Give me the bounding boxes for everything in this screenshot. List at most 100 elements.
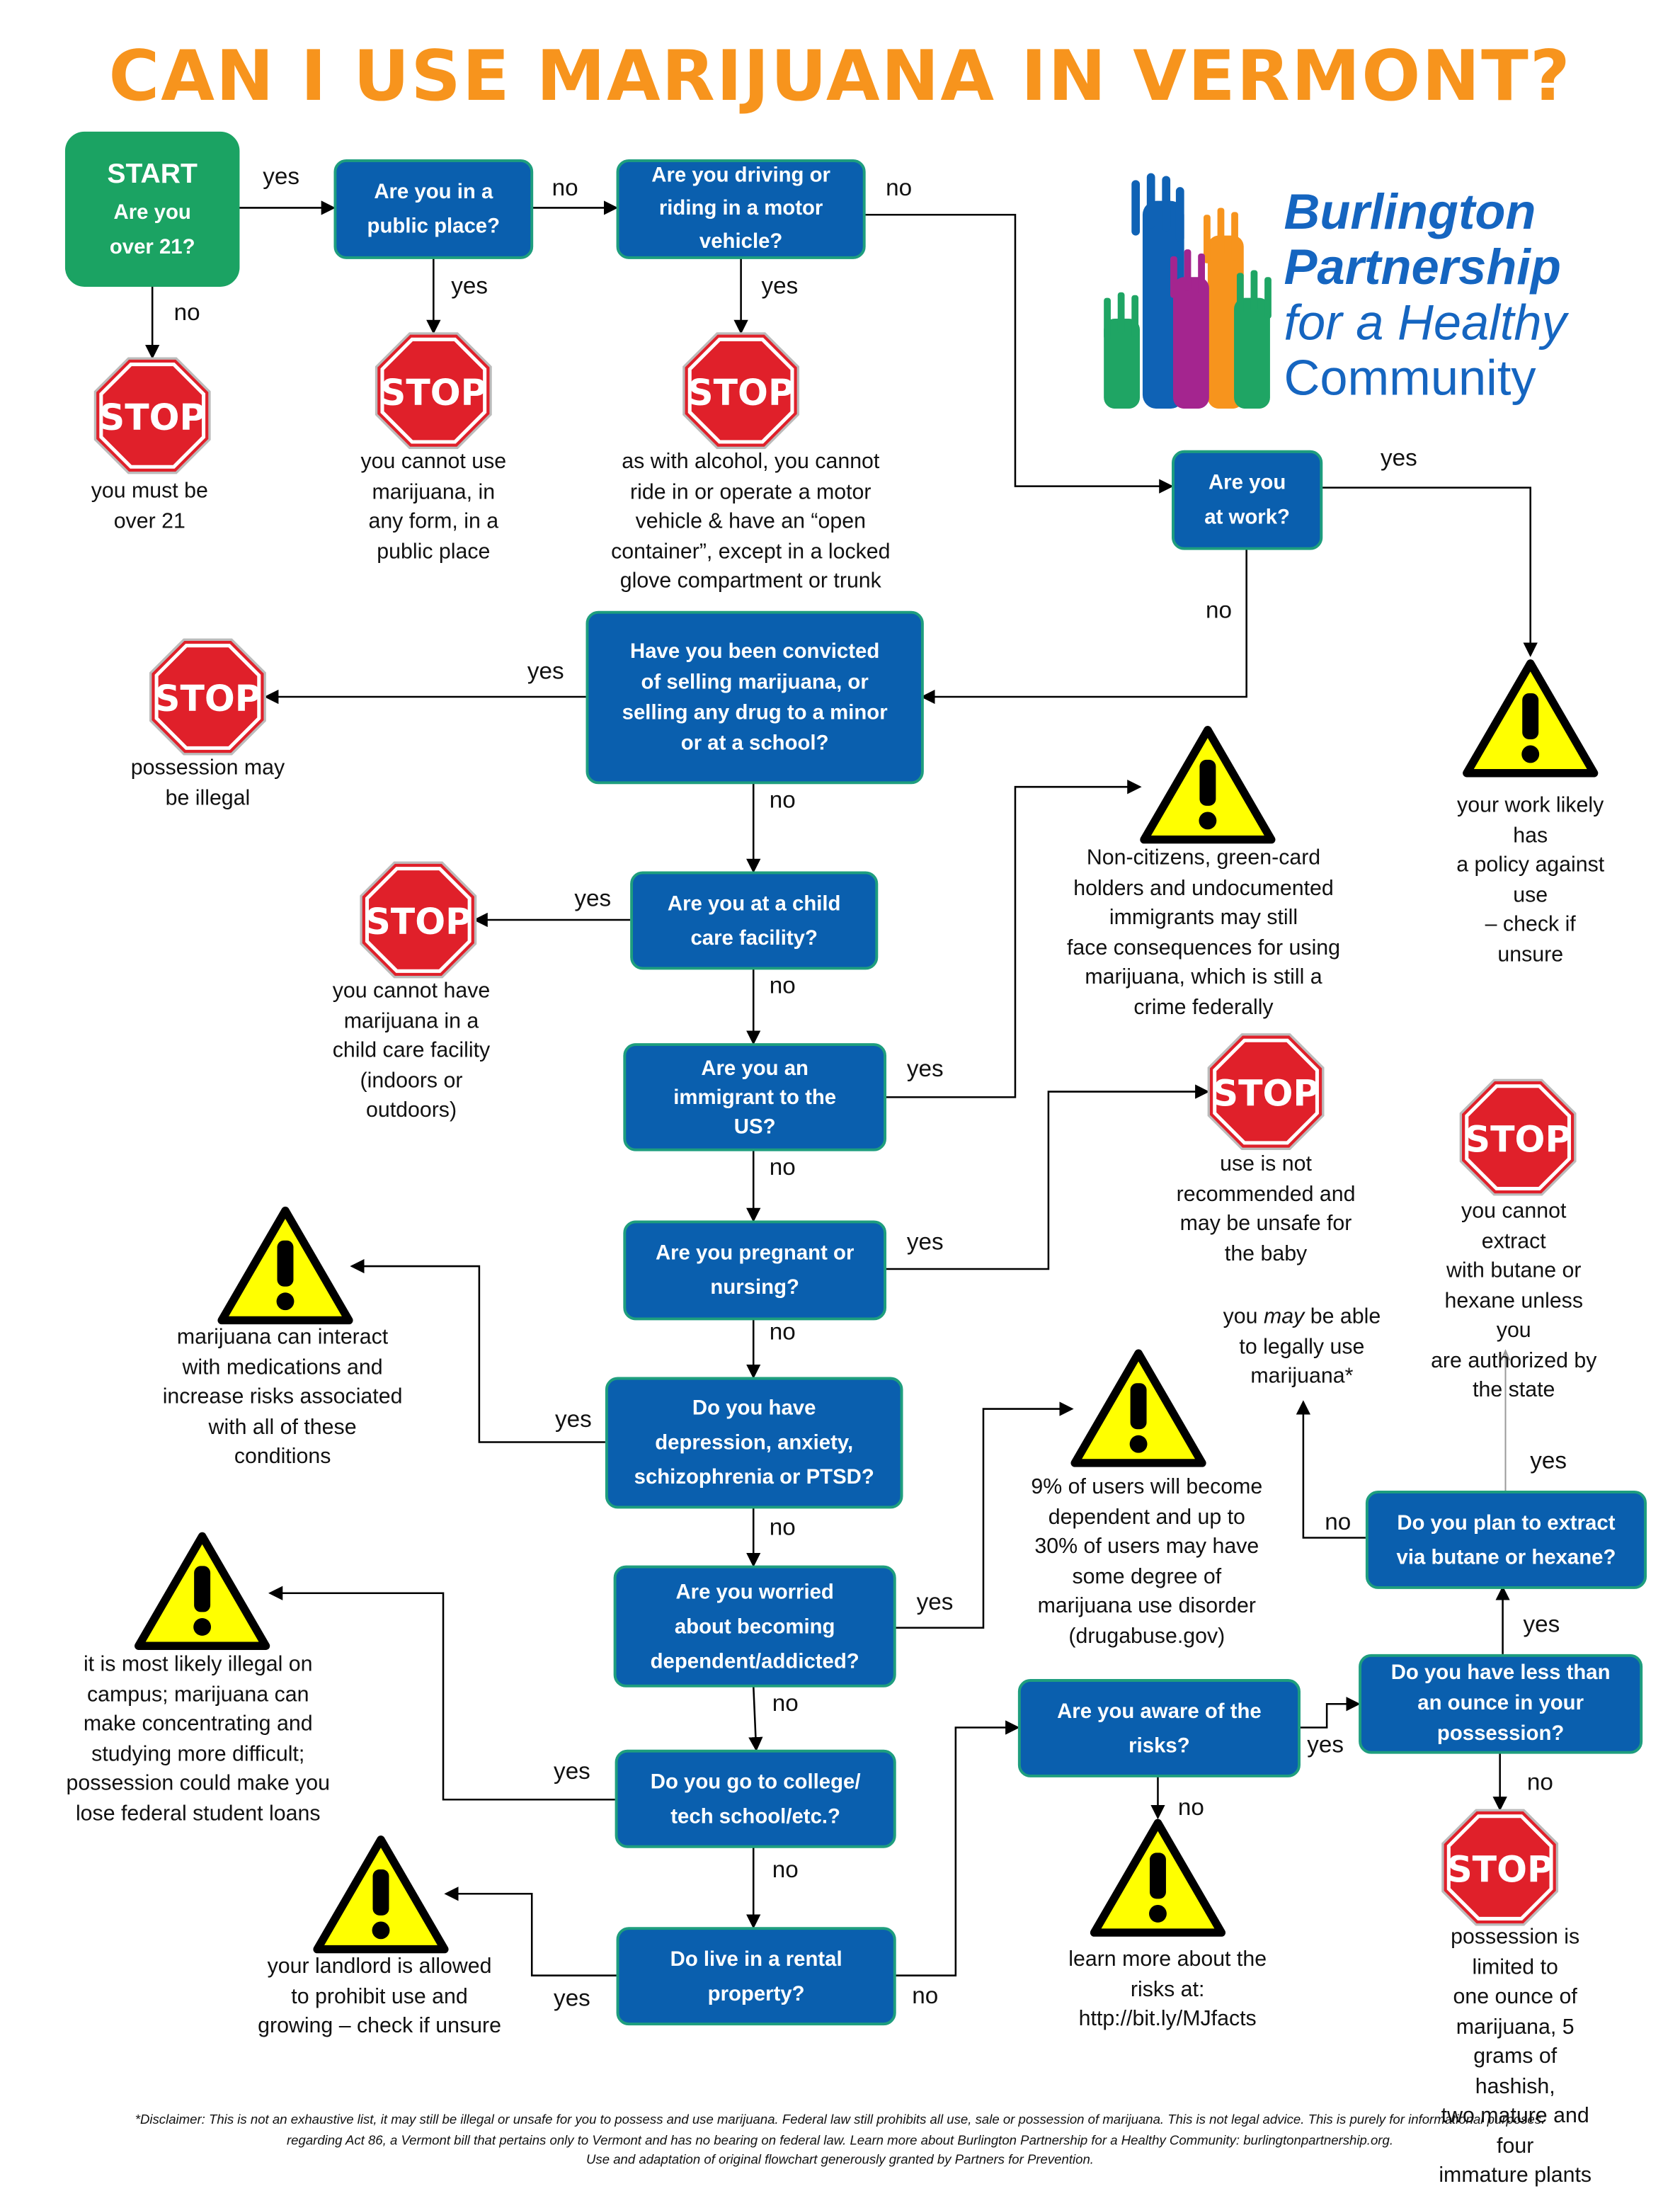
svg-text:STOP: STOP bbox=[99, 397, 206, 438]
svg-text:STOP: STOP bbox=[687, 372, 794, 414]
stop-text-convicted: possession may be illegal bbox=[130, 756, 285, 810]
arrow bbox=[894, 1401, 1074, 1629]
svg-text:STOP: STOP bbox=[1446, 1848, 1553, 1890]
no-label: no bbox=[886, 174, 913, 201]
stop-text-driving: as with alcohol, you cannot ride in or o… bbox=[611, 450, 891, 593]
yes-label: yes bbox=[451, 273, 488, 300]
question-depression: Do you have depression, anxiety, schizop… bbox=[605, 1377, 903, 1509]
no-label: no bbox=[769, 787, 796, 814]
stop-sign-icon: STOP bbox=[360, 861, 477, 979]
warning-icon bbox=[1090, 1819, 1226, 1937]
no-label: no bbox=[772, 1856, 799, 1883]
logo-text: Burlington Partnership for a Healthy Com… bbox=[1284, 183, 1567, 406]
disclaimer-line: regarding Act 86, a Vermont bill that pe… bbox=[286, 2132, 1394, 2149]
question-driving: Are you driving or riding in a motor veh… bbox=[616, 159, 866, 259]
stop-text-public: you cannot use marijuana, in any form, i… bbox=[360, 450, 507, 564]
svg-text:STOP: STOP bbox=[154, 678, 261, 719]
question-college: Do you go to college/ tech school/etc.? bbox=[615, 1749, 896, 1848]
warning-icon bbox=[1070, 1349, 1206, 1467]
svg-text:STOP: STOP bbox=[1213, 1073, 1320, 1115]
question-at-work: Are you at work? bbox=[1172, 450, 1323, 550]
logo-line: for a Healthy bbox=[1284, 293, 1567, 351]
arrow bbox=[1321, 486, 1538, 657]
risks-link-text[interactable]: learn more about the risks at: http://bi… bbox=[1068, 1947, 1267, 2031]
yes-label: yes bbox=[906, 1055, 944, 1082]
question-text: Are you over 21? bbox=[109, 200, 195, 259]
stop-sign-icon: STOP bbox=[93, 357, 211, 474]
no-label: no bbox=[912, 1982, 939, 2009]
stop-sign-icon: STOP bbox=[1441, 1809, 1559, 1926]
stop-text-childcare: you cannot have marijuana in a child car… bbox=[332, 979, 491, 1122]
page-title: CAN I USE MARIJUANA IN VERMONT? bbox=[108, 35, 1572, 117]
no-label: no bbox=[173, 299, 200, 326]
stop-text-pregnant: use is not recommended and may be unsafe… bbox=[1176, 1152, 1356, 1266]
logo-line: Burlington bbox=[1284, 183, 1536, 240]
no-label: no bbox=[1206, 597, 1233, 624]
svg-text:STOP: STOP bbox=[365, 901, 472, 943]
question-ounce: Do you have less than an ounce in your p… bbox=[1359, 1654, 1643, 1754]
arrow bbox=[885, 1084, 1210, 1270]
arrow bbox=[864, 213, 1174, 494]
legal-use-text: you may be able to legally use marijuana… bbox=[1223, 1302, 1381, 1392]
no-label: no bbox=[1325, 1508, 1352, 1535]
question-child-care: Are you at a child care facility? bbox=[630, 871, 879, 970]
stop-sign-icon: STOP bbox=[682, 332, 800, 450]
yes-label: yes bbox=[527, 658, 564, 685]
yes-label: yes bbox=[1380, 444, 1417, 472]
yes-label: yes bbox=[554, 1758, 590, 1785]
warning-icon bbox=[1140, 726, 1276, 844]
no-label: no bbox=[769, 1319, 796, 1345]
warning-text-dependent: 9% of users will become dependent and up… bbox=[1031, 1475, 1263, 1649]
arrow bbox=[444, 1886, 617, 1976]
arrow bbox=[268, 1586, 615, 1801]
question-dependent: Are you worried about becoming dependent… bbox=[613, 1565, 896, 1688]
arrow bbox=[748, 1685, 763, 1752]
warning-icon bbox=[217, 1206, 353, 1325]
arrow bbox=[885, 780, 1142, 1098]
stop-text-over21: you must be over 21 bbox=[91, 479, 208, 533]
warning-text-college: it is most likely illegal on campus; mar… bbox=[66, 1652, 331, 1826]
yes-label: yes bbox=[1530, 1447, 1567, 1474]
stop-text-extract: you cannot extract with butane or hexane… bbox=[1431, 1200, 1597, 1402]
disclaimer-line: *Disclaimer: This is not an exhaustive l… bbox=[135, 2112, 1545, 2128]
warning-icon bbox=[135, 1532, 270, 1650]
yes-label: yes bbox=[916, 1588, 954, 1616]
arrow bbox=[1296, 1400, 1366, 1539]
no-label: no bbox=[769, 972, 796, 999]
yes-label: yes bbox=[555, 1406, 592, 1433]
stop-sign-icon: STOP bbox=[1459, 1079, 1577, 1196]
warning-icon bbox=[313, 1836, 449, 1954]
yes-label: yes bbox=[761, 273, 799, 300]
warning-text-work: your work likely has a policy against us… bbox=[1456, 793, 1605, 967]
warning-text-depression: marijuana can interact with medications … bbox=[162, 1326, 403, 1469]
no-label: no bbox=[1177, 1794, 1204, 1821]
warning-text-risks: learn more about the risks at: http://bi… bbox=[1068, 1945, 1267, 2034]
legal-text-post: be able to legally use marijuana* bbox=[1239, 1304, 1381, 1389]
disclaimer-footer: *Disclaimer: This is not an exhaustive l… bbox=[0, 2111, 1680, 2171]
logo-line: Community bbox=[1284, 348, 1536, 406]
yes-label: yes bbox=[906, 1229, 944, 1256]
yes-label: yes bbox=[554, 1985, 590, 2012]
logo-line: Partnership bbox=[1284, 238, 1561, 295]
question-extract: Do you plan to extract via butane or hex… bbox=[1365, 1490, 1647, 1589]
stop-sign-icon: STOP bbox=[375, 332, 492, 450]
no-label: no bbox=[772, 1690, 799, 1717]
legal-text-pre: you bbox=[1223, 1304, 1264, 1329]
stop-sign-icon: STOP bbox=[149, 638, 266, 756]
question-rental: Do live in a rental property? bbox=[616, 1927, 896, 2026]
question-convicted: Have you been convicted of selling marij… bbox=[585, 610, 924, 785]
no-label: no bbox=[552, 174, 578, 201]
yes-label: yes bbox=[1523, 1611, 1560, 1638]
no-label: no bbox=[1526, 1769, 1553, 1796]
warning-text-rental: your landlord is allowed to prohibit use… bbox=[258, 1954, 501, 2038]
burlington-partnership-logo: Burlington Partnership for a Healthy Com… bbox=[1101, 173, 1613, 416]
question-pregnant: Are you pregnant or nursing? bbox=[623, 1220, 887, 1321]
question-aware-risks: Are you aware of the risks? bbox=[1017, 1679, 1301, 1777]
stop-sign-icon: STOP bbox=[1207, 1033, 1325, 1151]
yes-label: yes bbox=[1307, 1731, 1344, 1758]
question-public-place: Are you in a public place? bbox=[333, 159, 534, 259]
legal-text-emphasis: may bbox=[1263, 1304, 1305, 1329]
